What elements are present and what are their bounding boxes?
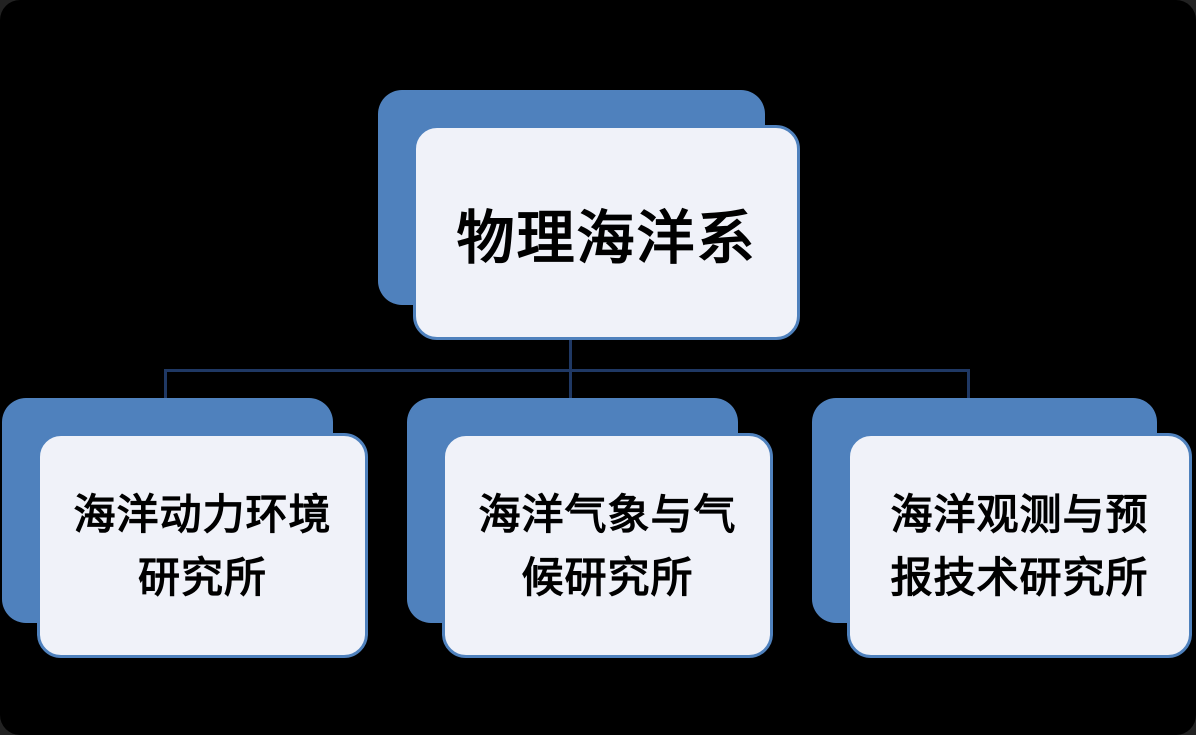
connector-stub-right (967, 369, 970, 400)
org-node-marine-dynamic-environment: 海洋动力环境 研究所 (2, 398, 368, 658)
node-label: 物理海洋系 (456, 205, 757, 271)
connector-stub-left (164, 369, 167, 400)
org-node-marine-observation-forecast: 海洋观测与预 报技术研究所 (812, 398, 1192, 658)
node-label-line2: 报技术研究所 (890, 553, 1149, 601)
connector-horizontal (164, 369, 970, 372)
node-label-line1: 海洋观测与预 (890, 490, 1149, 538)
org-node-root: 物理海洋系 (378, 90, 800, 340)
node-body: 海洋观测与预 报技术研究所 (847, 433, 1192, 658)
node-label-line1: 海洋气象与气 (478, 490, 737, 538)
node-label-line1: 海洋动力环境 (73, 490, 332, 538)
node-label-line2: 候研究所 (521, 553, 694, 601)
node-body: 海洋动力环境 研究所 (37, 433, 368, 658)
node-body: 海洋气象与气 候研究所 (442, 433, 773, 658)
node-body: 物理海洋系 (413, 125, 800, 340)
org-node-marine-meteorology-climate: 海洋气象与气 候研究所 (407, 398, 773, 658)
connector-stub-middle (569, 369, 572, 400)
connector-root-stem (569, 338, 572, 371)
node-label-line2: 研究所 (137, 553, 267, 601)
